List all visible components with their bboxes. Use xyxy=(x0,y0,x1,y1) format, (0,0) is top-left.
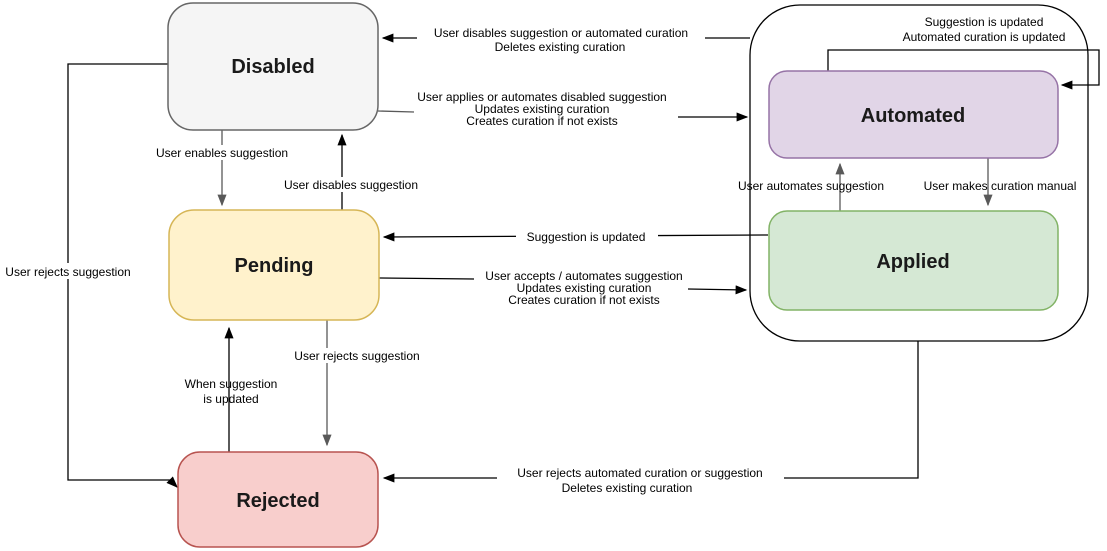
label-bg xyxy=(288,348,426,363)
state-pending-box xyxy=(168,209,380,321)
edge-label: User applies or automates disabled sugge… xyxy=(417,90,666,104)
edge-label: Updates existing curation xyxy=(475,102,610,116)
edge-label: When suggestion xyxy=(185,377,278,391)
edge-label: Automated curation is updated xyxy=(903,30,1066,44)
edge-label: User automates suggestion xyxy=(738,179,884,193)
label-bg xyxy=(497,465,784,479)
label-bg xyxy=(0,263,138,279)
state-applied-box xyxy=(768,210,1059,311)
edge-label: Deletes existing curation xyxy=(495,40,626,54)
edge-label: User accepts / automates suggestion xyxy=(485,269,682,283)
edge-label: Creates curation if not exists xyxy=(466,114,617,128)
state-pending-label: Pending xyxy=(235,255,314,277)
state-applied-label: Applied xyxy=(876,251,949,273)
state-rejected-label: Rejected xyxy=(236,490,319,512)
edge-label: User enables suggestion xyxy=(156,146,288,160)
state-rejected: Rejected xyxy=(177,451,379,548)
edge-pending-to-container-arrow xyxy=(687,285,748,295)
state-automated-label: Automated xyxy=(861,105,965,127)
edge-pending-to-container-stub xyxy=(378,277,475,280)
edge-label: User makes curation manual xyxy=(924,179,1077,193)
edge-label: User rejects automated curation or sugge… xyxy=(517,466,762,480)
state-disabled-box xyxy=(167,2,379,131)
label-bg xyxy=(516,229,658,245)
state-rejected-box xyxy=(177,451,379,548)
edge-label: Deletes existing curation xyxy=(562,481,693,495)
state-disabled-label: Disabled xyxy=(231,56,314,78)
state-disabled: Disabled xyxy=(167,2,379,131)
edge-label: User disables suggestion xyxy=(284,178,418,192)
state-automated: Automated xyxy=(768,70,1059,159)
edge-disabled-to-rejected xyxy=(67,63,178,488)
label-bg xyxy=(417,26,705,40)
state-applied: Applied xyxy=(768,210,1059,311)
edge-label: User disables suggestion or automated cu… xyxy=(434,26,688,40)
edge-label: Creates curation if not exists xyxy=(508,293,659,307)
edge-label: User rejects suggestion xyxy=(5,265,130,279)
edge-label: Suggestion is updated xyxy=(527,230,646,244)
edge-label: User rejects suggestion xyxy=(294,349,419,363)
edge-label: Updates existing curation xyxy=(517,281,652,295)
state-automated-box xyxy=(768,70,1059,159)
state-pending: Pending xyxy=(168,209,380,321)
edge-label: is updated xyxy=(203,392,258,406)
edge-container-to-rejected xyxy=(382,341,919,483)
label-bg xyxy=(277,177,425,192)
edge-automated-self-loop xyxy=(827,49,1100,90)
label-bg xyxy=(146,145,298,160)
edge-disabled-to-container-stub xyxy=(377,110,415,113)
edge-label: Suggestion is updated xyxy=(925,15,1044,29)
